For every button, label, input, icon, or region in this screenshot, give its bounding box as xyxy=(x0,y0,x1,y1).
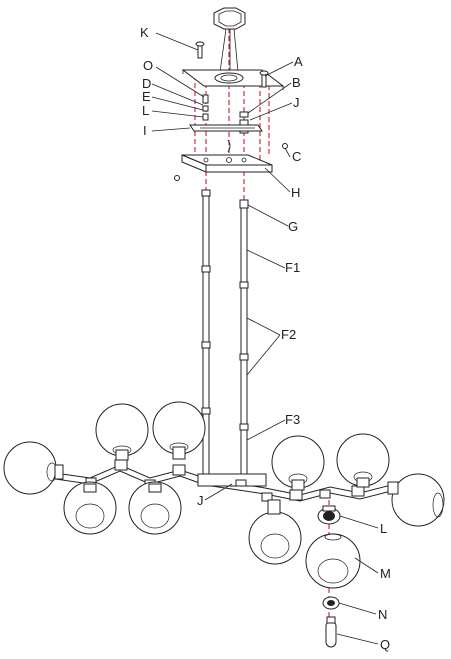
globe-lower-center xyxy=(248,499,302,565)
globe-far-right xyxy=(387,473,445,527)
leader-lines xyxy=(151,32,379,645)
crossbar xyxy=(189,124,263,132)
label-L-top: L xyxy=(142,103,149,118)
bulb xyxy=(325,616,337,648)
rod-right xyxy=(239,199,249,487)
globe-upper-left-2 xyxy=(152,401,206,460)
label-K: K xyxy=(140,25,149,40)
label-B: B xyxy=(292,75,301,90)
label-E: E xyxy=(142,89,151,104)
globe-upper-right-1 xyxy=(271,435,325,491)
branch-arm xyxy=(54,459,396,502)
label-C: C xyxy=(292,149,301,164)
globe-shades xyxy=(3,401,445,565)
label-M: M xyxy=(380,566,391,581)
globe-lower-left-1 xyxy=(63,481,117,535)
label-N: N xyxy=(378,607,387,622)
label-Q: Q xyxy=(380,637,390,652)
label-L-bottom: L xyxy=(380,521,387,536)
label-A: A xyxy=(294,54,303,69)
globe-upper-right-2 xyxy=(336,433,390,488)
socket-ring xyxy=(317,505,341,525)
mounting-plate xyxy=(181,69,285,90)
label-J-top: J xyxy=(293,95,300,110)
label-H: H xyxy=(291,185,300,200)
label-D: D xyxy=(142,76,151,91)
callout-labels: K O D E L I A B J C H G F1 F2 F3 J L M N… xyxy=(140,25,391,652)
globe-far-left xyxy=(3,441,64,495)
label-F3: F3 xyxy=(285,412,300,427)
label-F1: F1 xyxy=(285,260,300,275)
lock-ring xyxy=(322,596,340,610)
exploded-globe-shade xyxy=(305,533,361,589)
label-F2: F2 xyxy=(281,327,296,342)
label-G: G xyxy=(288,219,298,234)
globe-upper-left-1 xyxy=(95,403,149,461)
globe-lower-left-2 xyxy=(128,481,182,535)
canopy-top-cup xyxy=(213,7,246,73)
label-O: O xyxy=(143,58,153,73)
label-J-bottom: J xyxy=(197,493,204,508)
canopy-plate xyxy=(181,139,273,173)
label-I: I xyxy=(143,123,147,138)
